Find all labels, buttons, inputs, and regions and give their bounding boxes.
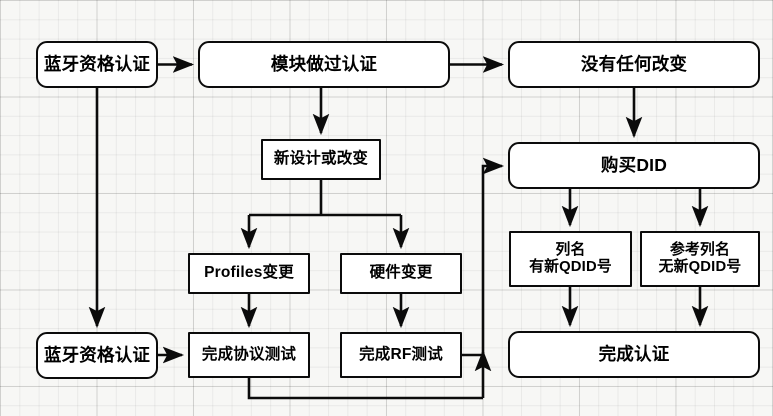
node-buy-did[interactable]: 购买DID [508,142,760,189]
node-reference-listed-no-new-qdid[interactable]: 参考列名 无新QDID号 [640,231,760,287]
node-complete-rf-test[interactable]: 完成RF测试 [340,332,462,378]
node-new-design-or-change[interactable]: 新设计或改变 [261,139,381,180]
node-hardware-change[interactable]: 硬件变更 [340,253,462,294]
node-complete-protocol-test[interactable]: 完成协议测试 [188,332,310,378]
node-listed-new-qdid[interactable]: 列名 有新QDID号 [509,231,632,287]
node-bluetooth-qualification-top[interactable]: 蓝牙资格认证 [36,41,158,88]
node-no-changes[interactable]: 没有任何改变 [508,41,760,88]
node-bluetooth-qualification-bottom[interactable]: 蓝牙资格认证 [36,332,158,379]
node-certification-complete[interactable]: 完成认证 [508,331,760,378]
node-profiles-change[interactable]: Profiles变更 [188,253,310,294]
edge-prototest-to-buydid [247,378,483,400]
edge-riser-to-buydid [481,157,505,355]
node-module-certified[interactable]: 模块做过认证 [198,41,450,88]
